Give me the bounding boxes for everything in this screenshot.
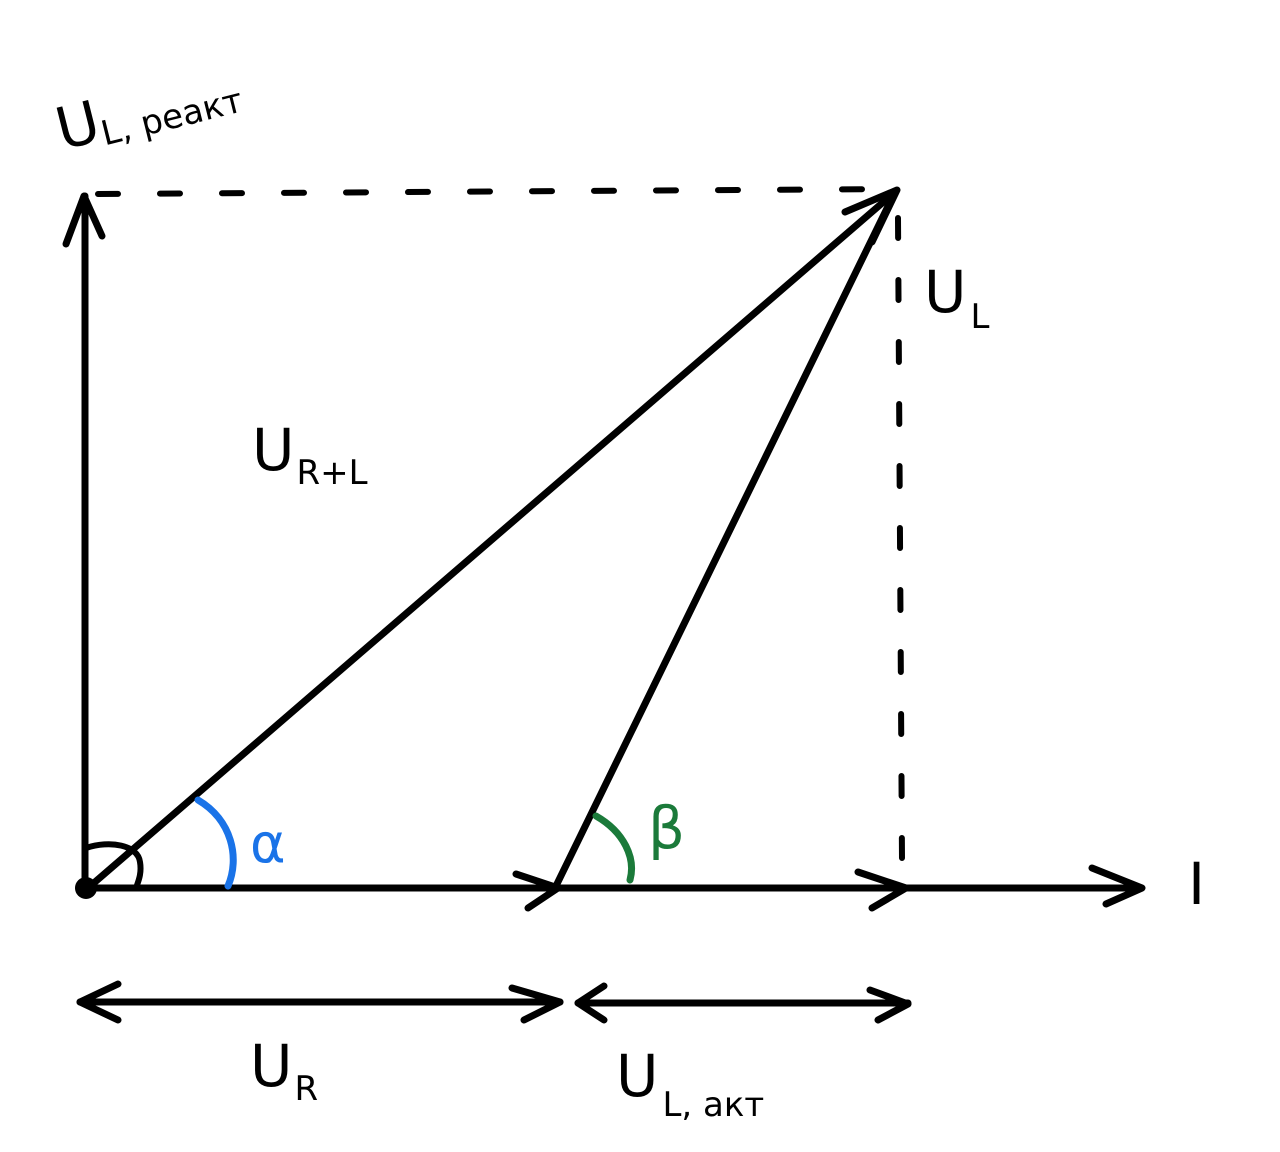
label-u-r: UR xyxy=(250,1032,318,1109)
alpha-arc xyxy=(194,796,237,890)
label-current: I xyxy=(1188,850,1205,918)
current-axis xyxy=(84,864,1146,908)
label-u-l-react: UL, реакт xyxy=(49,52,247,164)
u-l-act-arrowhead xyxy=(854,868,910,912)
u-r-plus-l-vector xyxy=(84,186,901,892)
label-u-r-plus-l: UR+L xyxy=(252,416,368,493)
beta-arc xyxy=(592,812,635,884)
dashed-vertical-projection xyxy=(895,215,905,863)
reactive-voltage-axis xyxy=(62,192,106,892)
u-r-arrowhead xyxy=(512,870,562,912)
u-l-vector xyxy=(551,190,898,892)
u-r-dimension-arrow xyxy=(76,980,564,1024)
label-beta: β xyxy=(648,794,685,862)
right-angle-marker xyxy=(83,841,144,891)
u-l-act-dimension-arrow xyxy=(574,982,912,1024)
dashed-horizontal-projection xyxy=(95,186,898,197)
label-alpha: α xyxy=(250,812,286,875)
